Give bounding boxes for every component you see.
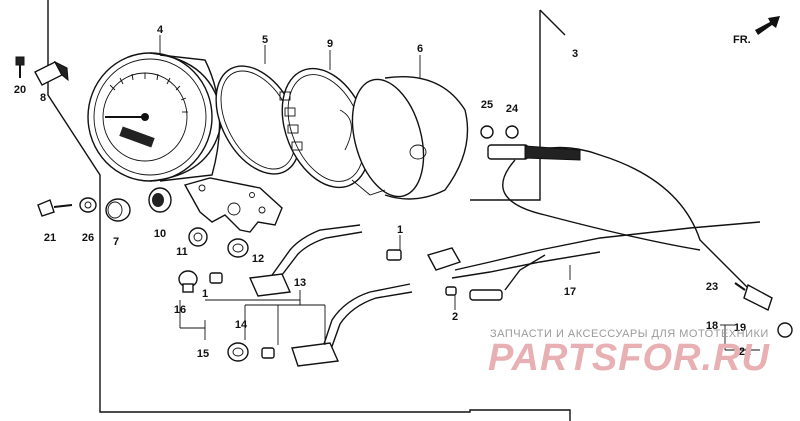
speedometer-assembly [87, 52, 223, 182]
bezel-ring [215, 65, 301, 175]
callout-16: 16 [174, 304, 186, 316]
callout-1-left: 1 [202, 288, 208, 300]
callout-8: 8 [40, 92, 46, 104]
callout-26: 26 [82, 232, 94, 244]
socket-16 [178, 270, 198, 293]
nut-24 [505, 125, 519, 139]
callout-1-right: 1 [397, 224, 403, 236]
callout-18: 18 [706, 320, 718, 332]
callout-10: 10 [154, 228, 166, 240]
mounting-bracket [183, 177, 283, 233]
callout-25: 25 [481, 99, 493, 111]
bolt-21 [37, 199, 73, 217]
screw-20 [15, 56, 25, 78]
bulb-1-left [209, 272, 223, 284]
speedometer-cable [487, 144, 761, 301]
grommet-7 [105, 198, 131, 222]
socket-14 [227, 342, 249, 362]
callout-19: 19 [734, 322, 746, 334]
callout-7: 7 [113, 236, 119, 248]
nut-25 [480, 125, 494, 139]
wire-harness-17 [426, 221, 761, 301]
bulb-8 [34, 60, 69, 86]
watermark-tagline: ЗАПЧАСТИ И АКСЕССУАРЫ ДЛЯ МОТОТЕХНИКИ [490, 328, 769, 340]
callout-17: 17 [564, 286, 576, 298]
callout-22: 22 [739, 346, 751, 358]
grommet-10 [148, 187, 172, 213]
callout-13: 13 [294, 277, 306, 289]
frame-right-edge [539, 9, 566, 36]
callout-labels: 4 5 9 6 3 20 8 25 24 21 26 7 10 11 12 1 … [14, 24, 751, 360]
callout-14: 14 [235, 319, 248, 331]
arrow-icon [755, 16, 780, 35]
grommet-11 [188, 227, 208, 247]
callout-12: 12 [252, 253, 264, 265]
callout-5: 5 [262, 34, 268, 46]
washer-26 [79, 197, 97, 213]
wire-harness-upper [248, 224, 363, 297]
callout-3: 3 [572, 48, 578, 60]
callout-23: 23 [706, 281, 718, 293]
callout-2: 2 [452, 311, 458, 323]
direction-label: FR. [733, 34, 751, 46]
frame-right-bracket [470, 10, 541, 201]
callout-21: 21 [44, 232, 56, 244]
callout-20: 20 [14, 84, 26, 96]
callout-6: 6 [417, 43, 423, 55]
grommet-12 [227, 238, 249, 258]
wire-harness-lower [261, 283, 413, 367]
watermark-logo: PARTSFOR.RU [488, 337, 770, 379]
cable-end-19 [734, 282, 793, 338]
bulb-1-right [386, 249, 402, 261]
callout-9: 9 [327, 38, 333, 50]
callout-15: 15 [197, 348, 209, 360]
callout-11: 11 [176, 246, 188, 258]
diagram-frame [47, 0, 571, 421]
leader-lines [159, 35, 760, 351]
callout-24: 24 [506, 103, 519, 115]
front-direction-indicator: FR. [733, 16, 780, 46]
watermark: ЗАПЧАСТИ И АКСЕССУАРЫ ДЛЯ МОТОТЕХНИКИ PA… [488, 328, 770, 379]
meter-case [351, 76, 469, 200]
callout-4: 4 [157, 24, 164, 36]
